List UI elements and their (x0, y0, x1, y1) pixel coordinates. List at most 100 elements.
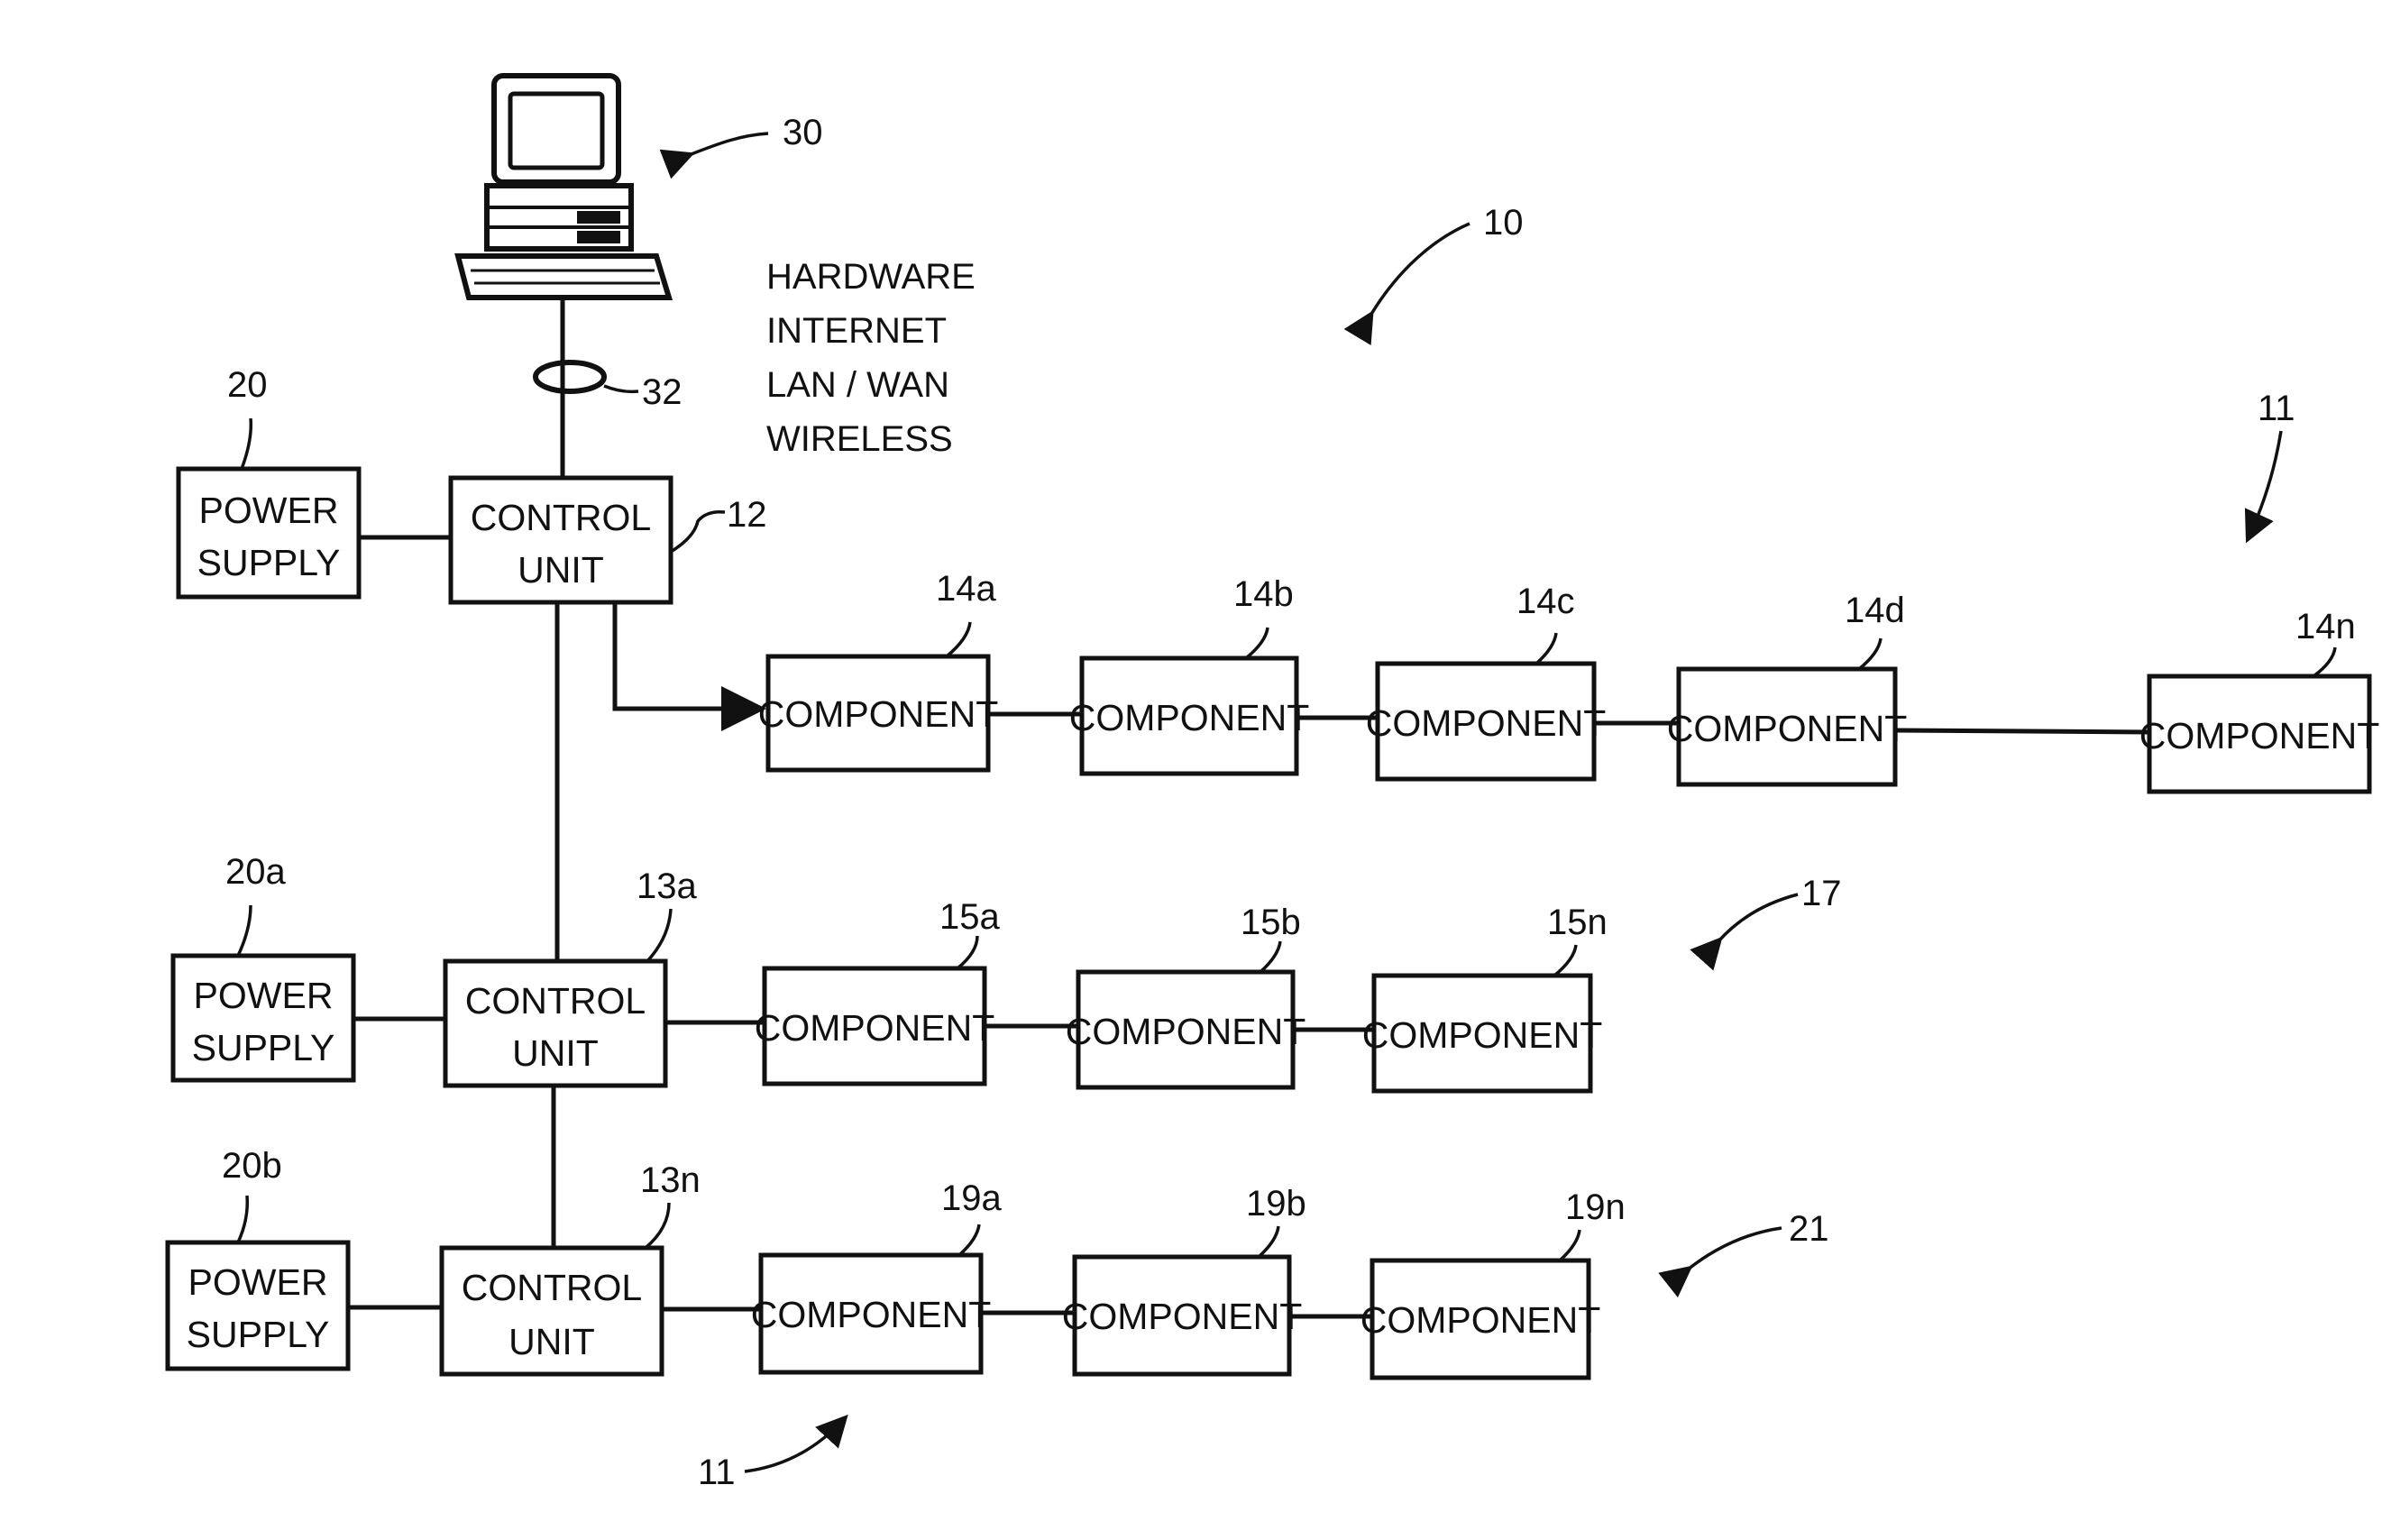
chain-ref: 11 (2258, 389, 2295, 428)
computer-ref-leader (689, 133, 768, 155)
power-supply-ref: 20a (225, 852, 286, 892)
power-supply: POWER SUPPLY 20b (168, 1146, 348, 1369)
chain-ref: 17 (1801, 874, 1842, 913)
ref-leader (2313, 647, 2335, 676)
control-unit: CONTROL UNIT 13a (445, 866, 697, 1086)
media-option: HARDWARE (766, 257, 976, 297)
component-label: COMPONENT (1069, 697, 1310, 738)
control-unit-label: CONTROL (462, 1267, 642, 1308)
computer-icon (458, 76, 669, 298)
component-block: COMPONENT 15n (1362, 903, 1608, 1091)
media-option: INTERNET (766, 311, 947, 351)
control-unit: CONTROL UNIT 13n (442, 1160, 701, 1374)
ref-leader (671, 512, 725, 552)
component-block: COMPONENT 14c (1366, 582, 1607, 779)
component-label: COMPONENT (1362, 1014, 1603, 1056)
component-label: COMPONENT (1667, 708, 1908, 749)
ref-leader (1260, 941, 1280, 972)
ref-leader (1554, 945, 1576, 976)
cable-ref-leader (604, 386, 638, 391)
component-block: COMPONENT 14d (1667, 591, 1908, 784)
ref-leader (238, 905, 251, 956)
bottom-ref: 11 (698, 1453, 736, 1492)
control-unit-label: UNIT (512, 1032, 599, 1074)
component-block: COMPONENT 19a (751, 1178, 1003, 1372)
ref-leader (1259, 1226, 1278, 1257)
ref-leader (1560, 1230, 1580, 1260)
control-unit-label: UNIT (508, 1321, 595, 1362)
computer-ref: 30 (783, 113, 823, 152)
system-ref: 10 (1483, 203, 1524, 243)
ref-leader (646, 1203, 669, 1248)
ref-leader (238, 1196, 247, 1242)
power-supply-label: POWER (194, 975, 334, 1016)
component-label: COMPONENT (755, 1007, 995, 1049)
component-block: COMPONENT 14n (2139, 607, 2380, 792)
chain-ref: 21 (1789, 1209, 1829, 1249)
component-block: COMPONENT 14b (1069, 574, 1310, 774)
component-block: COMPONENT 15b (1066, 903, 1306, 1087)
component-label: COMPONENT (751, 1294, 992, 1335)
component-ref: 15n (1547, 903, 1608, 942)
power-supply-label: SUPPLY (197, 542, 341, 583)
component-ref: 19n (1565, 1187, 1626, 1227)
power-supply-label: SUPPLY (187, 1314, 330, 1355)
control-unit-ref: 13a (637, 866, 697, 906)
ref-leader (647, 909, 671, 961)
power-supply-ref: 20 (227, 365, 268, 405)
control-unit-ref: 12 (727, 495, 767, 535)
power-supply: POWER SUPPLY 20 (179, 365, 359, 597)
system-ref-leader (1370, 224, 1470, 316)
media-option: LAN / WAN (766, 365, 949, 405)
power-supply-label: POWER (199, 490, 339, 531)
control-unit-label: UNIT (518, 549, 604, 591)
component-block: COMPONENT 19b (1062, 1184, 1306, 1374)
component-ref: 15a (939, 897, 1000, 937)
component-label: COMPONENT (1366, 702, 1607, 744)
component-ref: 14n (2295, 607, 2356, 646)
component-block: COMPONENT 14a (758, 569, 999, 770)
chain-ref-leader (1688, 1228, 1782, 1270)
component-ref: 14c (1516, 582, 1575, 621)
control-unit: CONTROL UNIT 12 (451, 478, 767, 602)
wire (615, 602, 757, 709)
chain-ref-leader (1718, 894, 1798, 941)
power-supply-label: POWER (188, 1261, 328, 1303)
component-ref: 19b (1246, 1184, 1306, 1224)
component-label: COMPONENT (1062, 1296, 1303, 1337)
component-label: COMPONENT (1360, 1299, 1601, 1341)
ref-leader (1859, 638, 1881, 669)
component-label: COMPONENT (758, 693, 999, 735)
cable-clamp-icon (536, 362, 604, 391)
control-unit-label: CONTROL (471, 497, 651, 538)
control-unit-ref: 13n (640, 1160, 701, 1200)
ref-leader (1246, 628, 1268, 658)
media-options: HARDWARE INTERNET LAN / WAN WIRELESS (766, 257, 976, 459)
ref-leader (947, 622, 970, 656)
chain-ref-leader (2249, 431, 2281, 537)
media-option: WIRELESS (766, 419, 953, 459)
component-ref: 15b (1241, 903, 1301, 942)
component-block: COMPONENT 19n (1360, 1187, 1626, 1378)
component-label: COMPONENT (2139, 715, 2380, 756)
component-chain: COMPONENT 19a COMPONENT 19b COMPONENT 19… (751, 1178, 1829, 1378)
component-chain: COMPONENT 15a COMPONENT 15b COMPONENT 15… (755, 874, 1842, 1091)
cable-ref: 32 (642, 372, 683, 412)
power-supply-ref: 20b (222, 1146, 282, 1186)
power-supply-label: SUPPLY (192, 1027, 335, 1068)
power-supply: POWER SUPPLY 20a (173, 852, 353, 1080)
ref-leader (1536, 633, 1556, 664)
ref-leader (959, 1224, 979, 1255)
bottom-ref-leader (745, 1419, 844, 1471)
component-ref: 19a (941, 1178, 1002, 1218)
ref-leader (957, 936, 977, 968)
component-ref: 14b (1233, 574, 1294, 614)
component-ref: 14a (936, 569, 996, 609)
component-label: COMPONENT (1066, 1011, 1306, 1052)
wire (1895, 730, 2149, 732)
ref-leader (242, 418, 251, 469)
component-block: COMPONENT 15a (755, 897, 1001, 1084)
component-ref: 14d (1845, 591, 1905, 630)
control-unit-label: CONTROL (465, 980, 646, 1022)
